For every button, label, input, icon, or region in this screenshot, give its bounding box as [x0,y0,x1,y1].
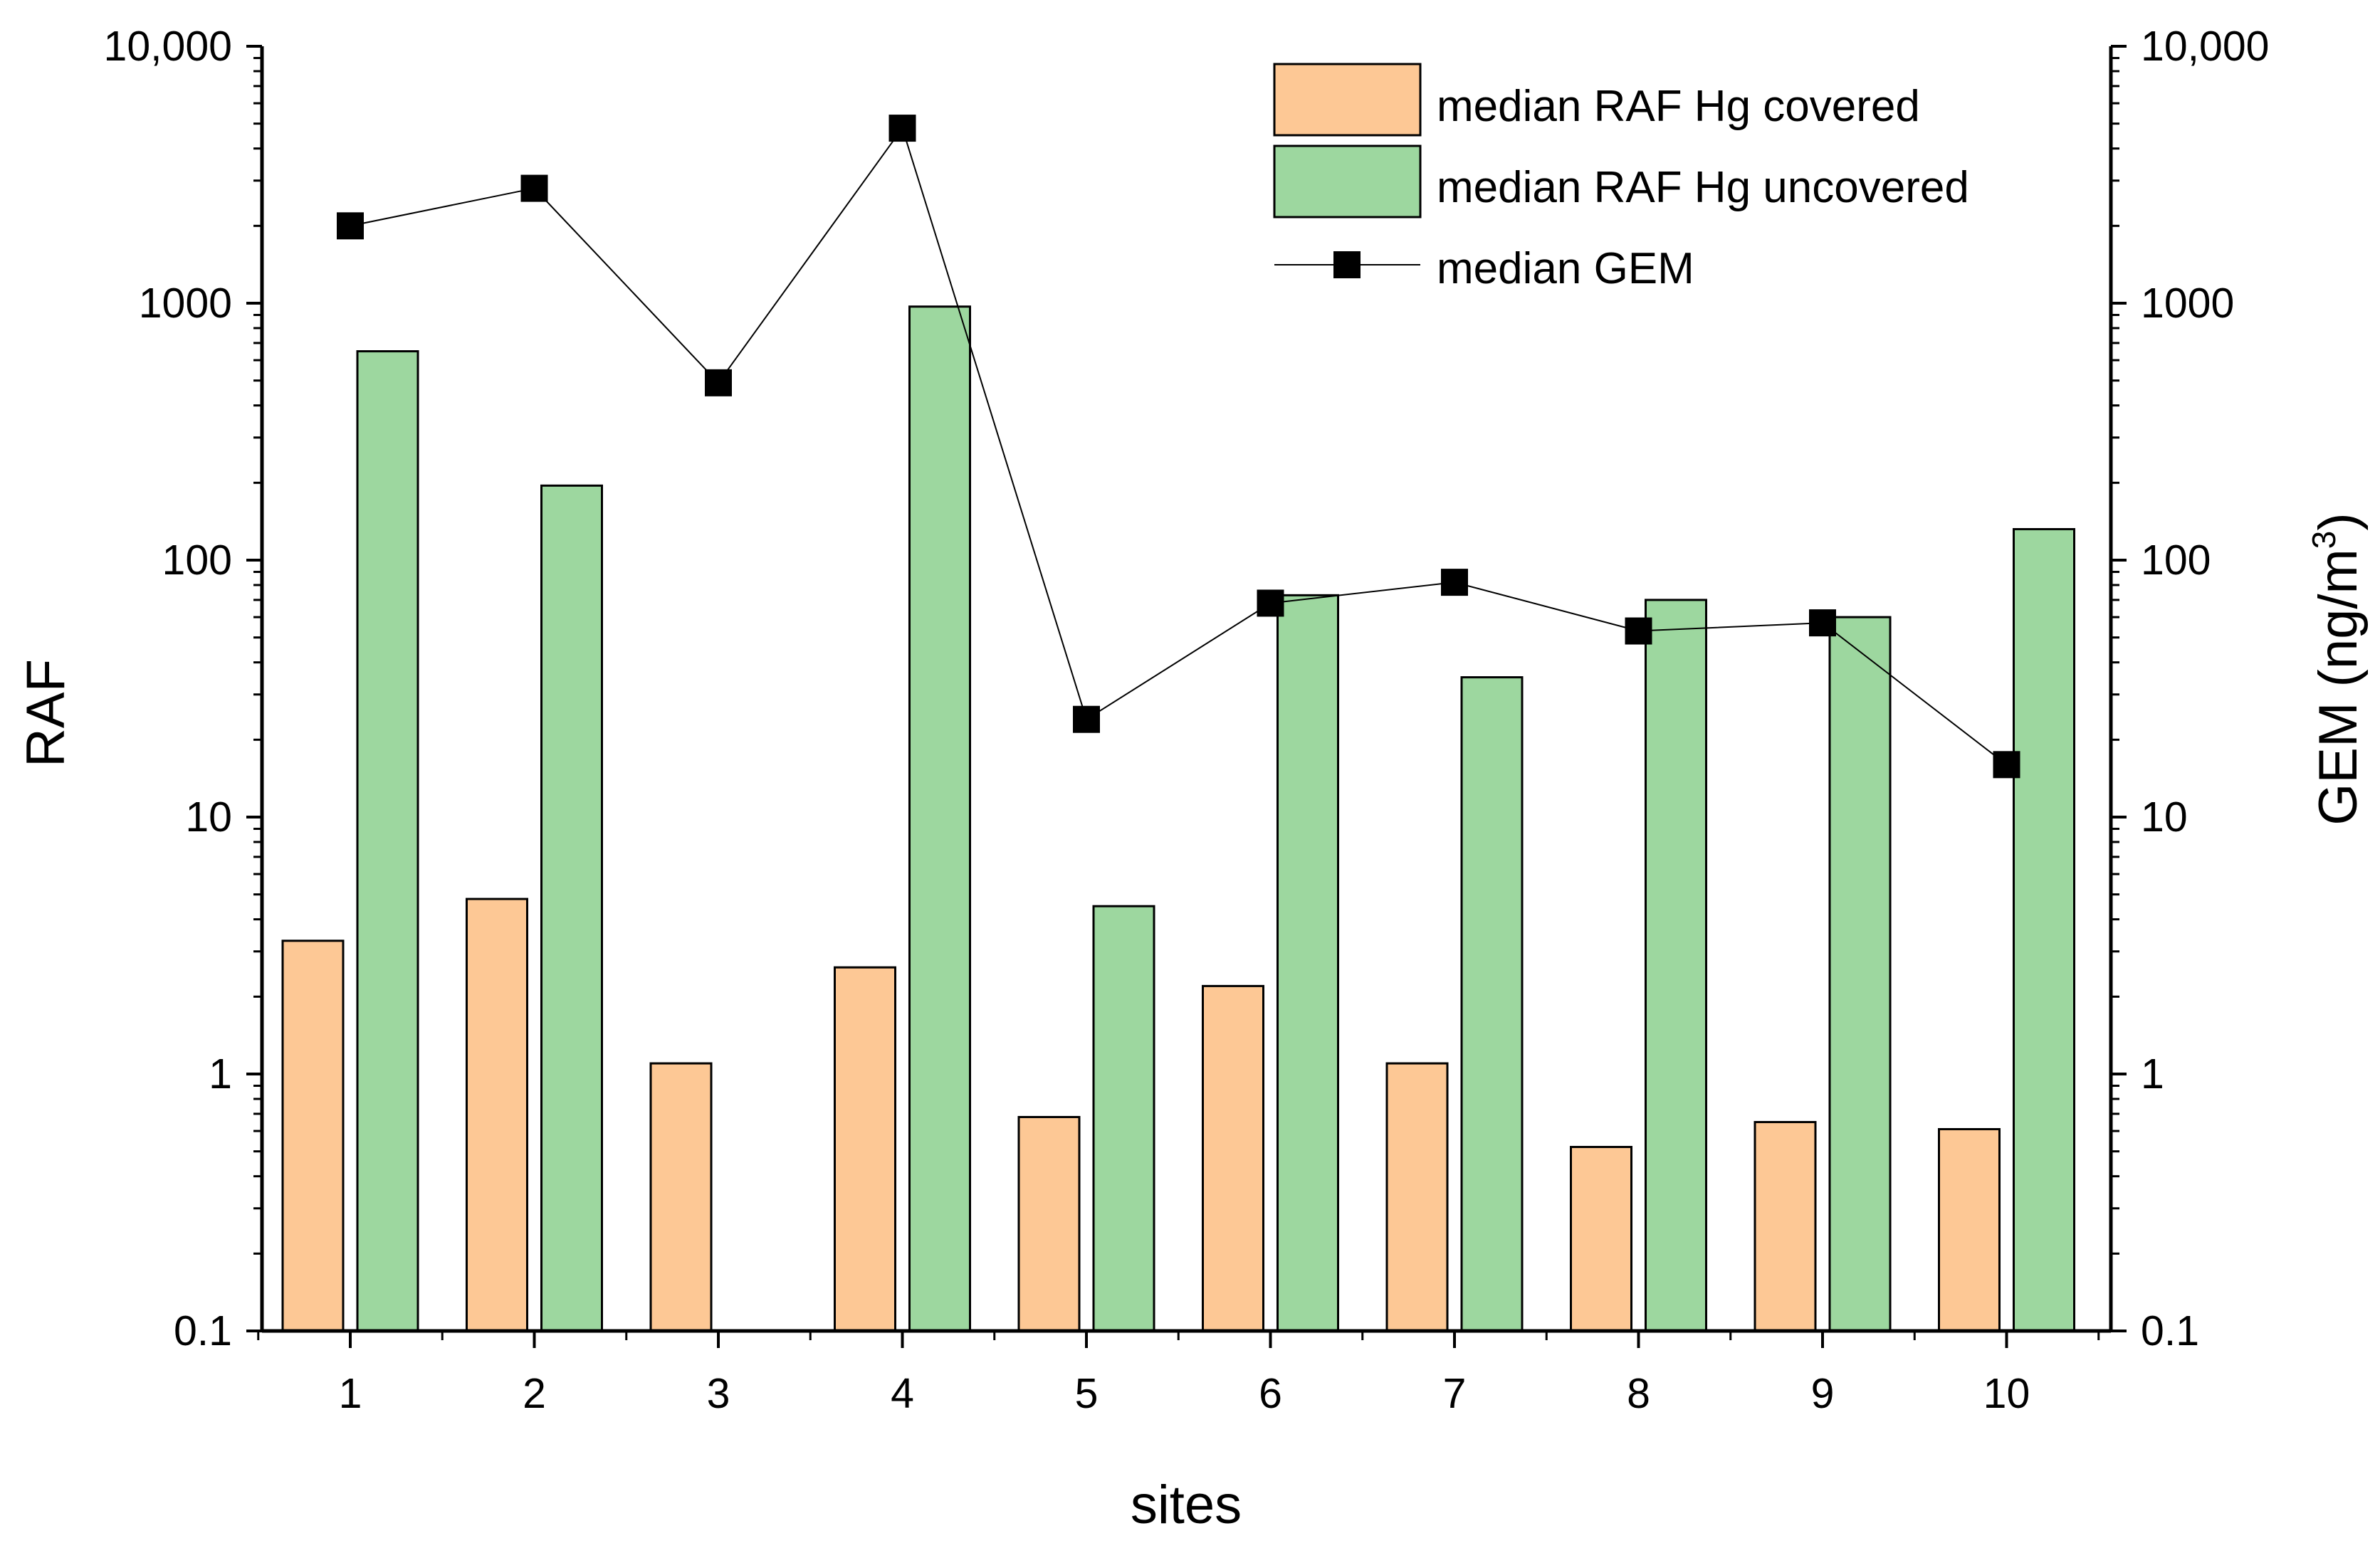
gem-marker-site-7 [1441,569,1468,596]
gem-marker-site-2 [520,174,548,202]
y-left-tick-label: 100 [162,537,232,584]
x-tick-label-2: 2 [523,1370,546,1417]
legend-label-covered: median RAF Hg covered [1437,82,1920,131]
x-axis-title: sites [1131,1475,1242,1535]
bar-uncovered-site-1 [356,350,419,1332]
x-tick-label-8: 8 [1627,1370,1650,1417]
gem-line-layer [337,115,2020,779]
gem-marker-site-3 [705,369,732,396]
y-axis-right-title-close: ) [2308,512,2369,530]
legend: median RAF Hg covered median RAF Hg unco… [1273,63,1969,293]
bar-covered-site-2 [466,897,528,1332]
gem-marker-site-8 [1625,617,1652,645]
y-axis-right-title-sup: 3 [2305,531,2342,549]
legend-swatch-covered [1273,63,1422,137]
axes-layer [260,46,2113,1333]
y-right-tick-label: 100 [2141,537,2211,584]
y-left-tick-label: 1 [209,1051,232,1097]
x-tick-label-6: 6 [1259,1370,1282,1417]
y-right-tick-label: 1000 [2141,280,2234,327]
bar-uncovered-site-6 [1277,594,1339,1332]
gem-marker-site-10 [1993,751,2020,779]
y-right-tick-label: 10,000 [2141,23,2269,70]
y-axis-right-title-main: GEM (ng/m [2308,549,2369,826]
gem-marker-site-9 [1809,609,1836,637]
y-right-tick-label: 1 [2141,1051,2164,1097]
x-tick-label-10: 10 [1983,1370,2030,1417]
y-axis-title: RAF [16,659,76,767]
gem-marker-site-5 [1073,705,1100,733]
bar-uncovered-site-10 [2013,527,2075,1332]
bar-uncovered-site-4 [908,305,971,1332]
ticks-layer: 0.1 0.1 1 1 10 10 100 100 1000 1000 10,000 10,000 1 2… [104,23,2270,1417]
x-tick-label-5: 5 [1075,1370,1099,1417]
legend-label-gem: median GEM [1437,244,1694,293]
bar-covered-site-6 [1202,984,1264,1332]
y-left-tick-label: 1000 [139,280,232,327]
y-axis-right-title: GEM (ng/m3) [2305,512,2369,825]
bar-covered-site-5 [1017,1115,1081,1332]
gem-marker-site-1 [337,212,364,240]
y-right-tick-label: 10 [2141,794,2188,841]
bar-covered-site-8 [1570,1146,1632,1332]
bar-covered-site-4 [834,966,896,1332]
x-tick-label-3: 3 [707,1370,730,1417]
gem-marker-site-6 [1257,589,1284,617]
x-tick-label-1: 1 [339,1370,362,1417]
bar-uncovered-site-5 [1092,905,1155,1332]
x-tick-label-7: 7 [1443,1370,1467,1417]
y-right-tick-label: 0.1 [2141,1307,2199,1354]
x-tick-label-9: 9 [1811,1370,1835,1417]
legend-swatch-uncovered [1273,144,1422,219]
y-left-tick-label: 10 [185,794,232,841]
y-left-tick-label: 0.1 [174,1307,232,1354]
bar-uncovered-site-7 [1460,676,1524,1332]
bar-covered-site-7 [1385,1062,1449,1332]
bar-covered-site-3 [649,1062,713,1332]
gem-marker-site-4 [888,115,916,142]
bars-layer [281,305,2075,1332]
bar-uncovered-site-9 [1828,616,1892,1332]
bar-covered-site-9 [1753,1121,1817,1332]
x-tick-label-4: 4 [891,1370,914,1417]
legend-label-uncovered: median RAF Hg uncovered [1437,163,1969,212]
bar-covered-site-1 [281,939,345,1332]
bar-covered-site-10 [1938,1127,2001,1332]
y-left-tick-label: 10,000 [104,23,232,70]
bar-uncovered-site-2 [540,484,603,1332]
bar-uncovered-site-8 [1645,599,1707,1332]
legend-marker-gem [1333,251,1361,278]
gem-line [350,126,2008,766]
